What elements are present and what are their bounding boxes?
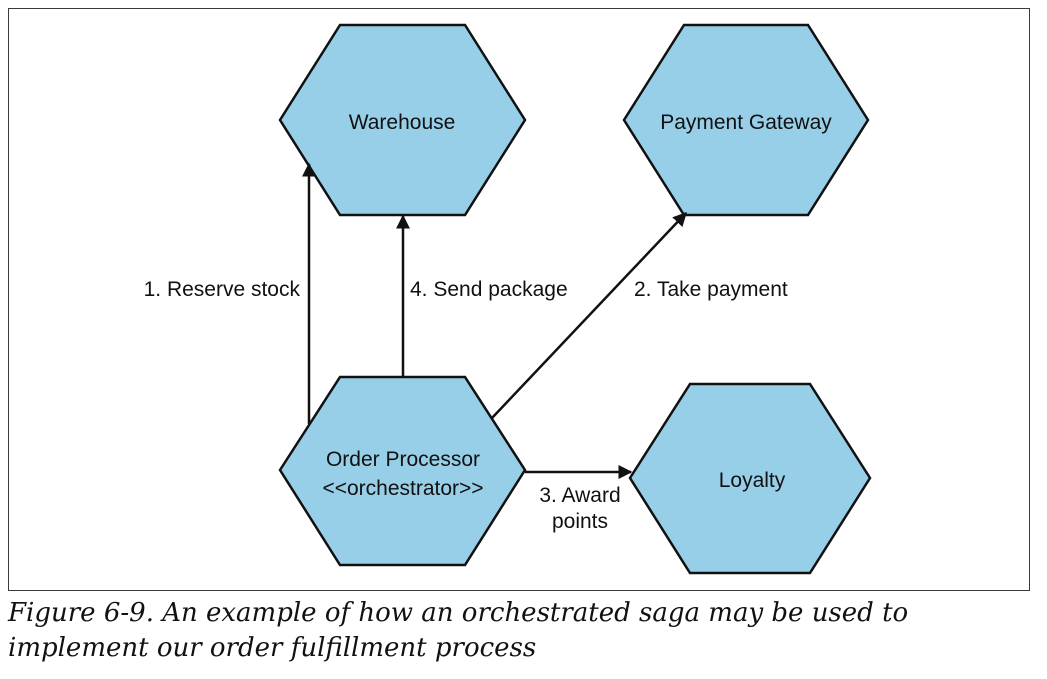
loyalty-label: Loyalty: [719, 469, 786, 492]
figure-caption: Figure 6-9. An example of how an orchest…: [8, 598, 909, 663]
order-processor-node: [278, 375, 527, 567]
warehouse-node: [278, 23, 527, 217]
warehouse-label: Warehouse: [349, 111, 456, 134]
diagram-frame: [8, 8, 1030, 591]
order-processor-label: Order Processor: [326, 448, 480, 471]
saga-diagram: Warehouse Payment Gateway Order Processo…: [144, 23, 872, 575]
order-processor-stereotype: <<orchestrator>>: [322, 477, 483, 500]
award-points-label-line2: points: [552, 510, 608, 533]
reserve-stock-label: 1. Reserve stock: [144, 278, 301, 301]
take-payment-label: 2. Take payment: [634, 278, 788, 301]
edge-take-payment: [491, 211, 687, 419]
loyalty-node: [628, 382, 872, 575]
payment-gateway-label: Payment Gateway: [660, 111, 832, 134]
award-points-label-line1: 3. Award: [539, 484, 620, 507]
send-package-label: 4. Send package: [410, 278, 568, 301]
